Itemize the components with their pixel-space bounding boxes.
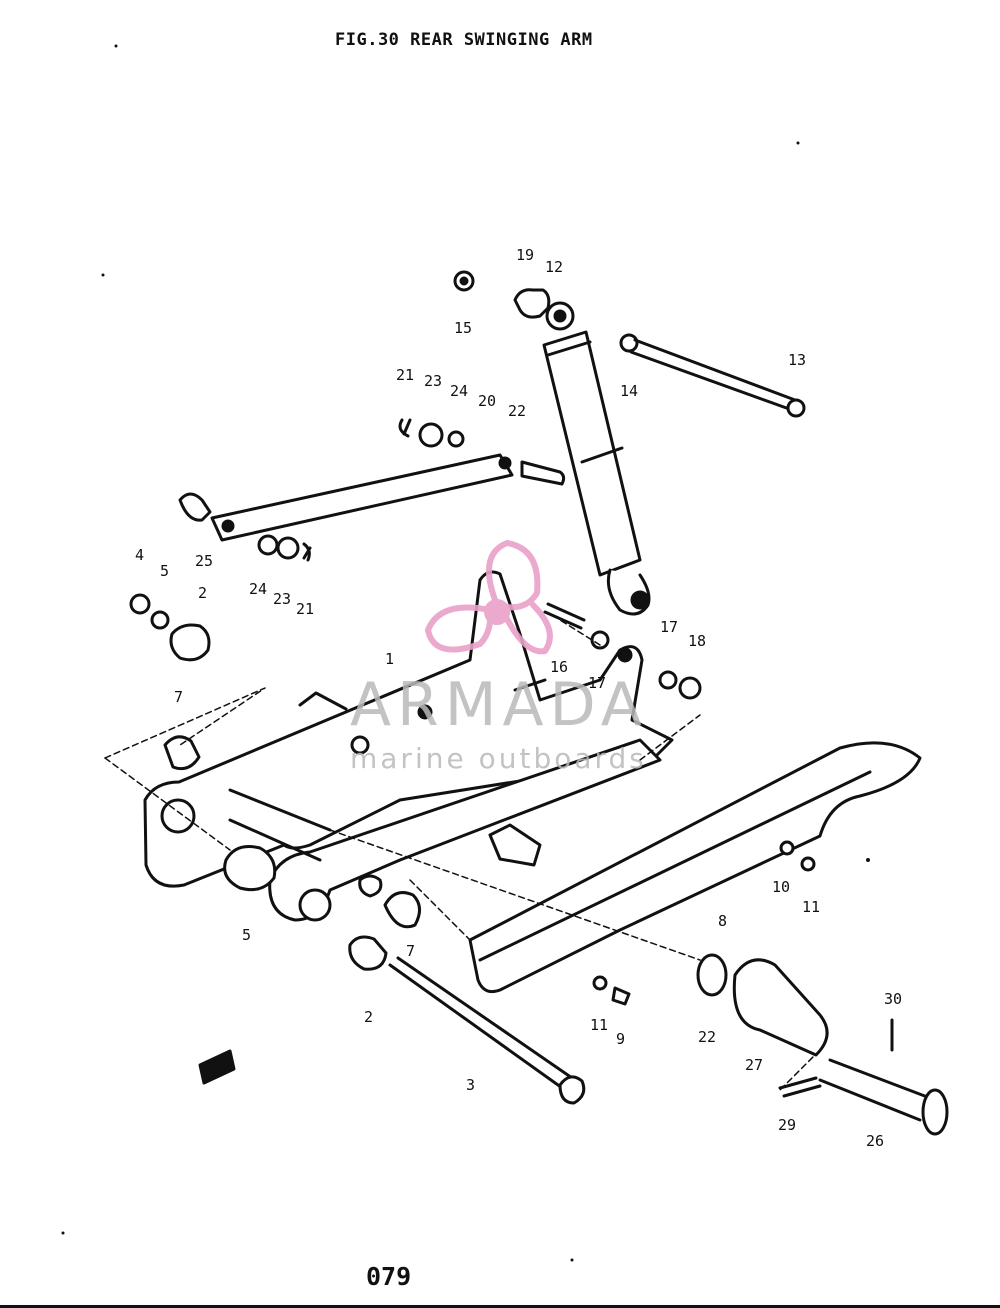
callout: 1 — [385, 650, 394, 668]
callout: 2 — [198, 584, 207, 602]
callout: 16 — [550, 658, 568, 676]
torque-rod — [178, 453, 566, 542]
callout: 5 — [160, 562, 169, 580]
callout: 26 — [866, 1132, 884, 1150]
callout: 7 — [406, 942, 415, 960]
callout: 29 — [778, 1116, 796, 1134]
chain-case — [468, 741, 922, 1006]
callout: 8 — [718, 912, 727, 930]
propeller-icon — [425, 540, 553, 655]
watermark-brand: ARMADA — [350, 670, 648, 740]
misc-hardware — [198, 602, 702, 1085]
footrest — [696, 953, 949, 1136]
leader-lines — [104, 619, 821, 1091]
shock-absorber — [513, 288, 651, 616]
callout: 17 — [660, 618, 678, 636]
figure-title: FIG.30 REAR SWINGING ARM — [335, 30, 593, 50]
callout: 15 — [454, 319, 472, 337]
pivot-bolt — [388, 956, 586, 1105]
callout: 5 — [242, 926, 251, 944]
callout: 11 — [590, 1016, 608, 1034]
callout: 10 — [772, 878, 790, 896]
bushings — [163, 735, 421, 971]
nut-15 — [453, 270, 475, 292]
callout: 22 — [508, 402, 526, 420]
callout: 19 — [516, 246, 534, 264]
callout: 7 — [174, 688, 183, 706]
callout: 18 — [688, 632, 706, 650]
callout: 9 — [616, 1030, 625, 1048]
callout: 27 — [745, 1056, 763, 1074]
shock-bolt — [619, 333, 806, 418]
callout: 21 — [396, 366, 414, 384]
page-number: 079 — [366, 1262, 412, 1291]
callout: 25 — [195, 552, 213, 570]
callout: 2 — [364, 1008, 373, 1026]
callout: 23 — [273, 590, 291, 608]
watermark-subtitle: marine outboards — [350, 742, 647, 775]
callout: 3 — [466, 1076, 475, 1094]
callout: 20 — [478, 392, 496, 410]
callout: 4 — [135, 546, 144, 564]
callout: 23 — [424, 372, 442, 390]
callout: 21 — [296, 600, 314, 618]
callout: 17 — [588, 674, 606, 692]
callout: 24 — [450, 382, 468, 400]
callout: 24 — [249, 580, 267, 598]
callout: 13 — [788, 351, 806, 369]
page-border — [0, 1305, 1000, 1308]
page-marks — [61, 44, 870, 1262]
swinging-arm — [143, 570, 674, 922]
callout: 22 — [698, 1028, 716, 1046]
callout: 11 — [802, 898, 820, 916]
upper-hardware — [129, 418, 465, 662]
callout: 30 — [884, 990, 902, 1008]
callout: 14 — [620, 382, 638, 400]
callout: 12 — [545, 258, 563, 276]
callout-labels: 19 12 15 13 14 21 23 24 20 22 25 24 23 2… — [135, 246, 902, 1150]
